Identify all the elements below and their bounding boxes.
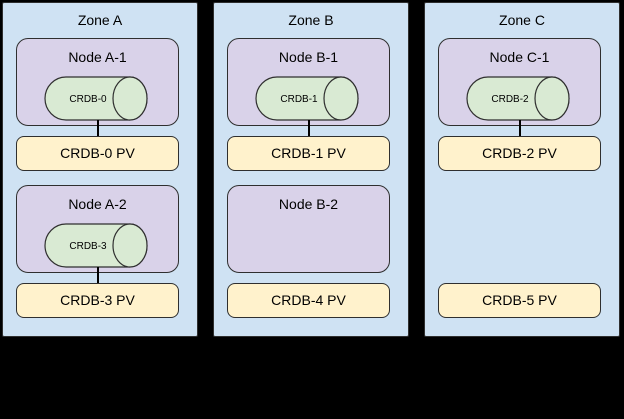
disk-cylinder-icon: CRDB-0 (44, 76, 148, 121)
pv-crdb-1: CRDB-1 PV (227, 136, 390, 171)
node-b2: Node B-2 (227, 185, 390, 273)
disk-label: CRDB-1 (280, 94, 318, 105)
zone-c-container: Zone C Node C-1 CRDB-2 CRDB-2 PV CRDB-5 … (424, 2, 620, 337)
pv-crdb-3: CRDB-3 PV (16, 283, 179, 318)
node-c1-label: Node C-1 (489, 49, 550, 65)
zone-c-label: Zone C (499, 12, 545, 28)
disk-to-pv-connector (97, 267, 99, 283)
node-c1: Node C-1 CRDB-2 (438, 38, 601, 126)
disk-cylinder-icon: CRDB-1 (255, 76, 359, 121)
pv-crdb-0: CRDB-0 PV (16, 136, 179, 171)
zone-a-container: Zone A Node A-1 CRDB-0 CRDB-0 PV Node A-… (2, 2, 198, 337)
node-a1: Node A-1 CRDB-0 (16, 38, 179, 126)
node-b1-label: Node B-1 (278, 49, 339, 65)
node-a2: Node A-2 CRDB-3 (16, 185, 179, 273)
pv-crdb-4: CRDB-4 PV (227, 283, 390, 318)
disk-to-pv-connector (308, 120, 310, 136)
disk-label: CRDB-3 (69, 241, 107, 252)
disk-cylinder-icon: CRDB-3 (44, 223, 148, 268)
node-b2-label: Node B-2 (278, 196, 339, 212)
disk-to-pv-connector (97, 120, 99, 136)
disk-label: CRDB-2 (491, 94, 529, 105)
pv-crdb-2: CRDB-2 PV (438, 136, 601, 171)
disk-cylinder-icon: CRDB-2 (466, 76, 570, 121)
disk-to-pv-connector (519, 120, 521, 136)
node-b1: Node B-1 CRDB-1 (227, 38, 390, 126)
node-a2-label: Node A-2 (68, 196, 127, 212)
disk-label: CRDB-0 (69, 94, 107, 105)
zone-b-container: Zone B Node B-1 CRDB-1 CRDB-1 PV Node B-… (213, 2, 409, 337)
zone-b-label: Zone B (288, 12, 334, 28)
pv-crdb-5: CRDB-5 PV (438, 283, 601, 318)
node-a1-label: Node A-1 (68, 49, 127, 65)
zone-a-label: Zone A (77, 12, 123, 28)
